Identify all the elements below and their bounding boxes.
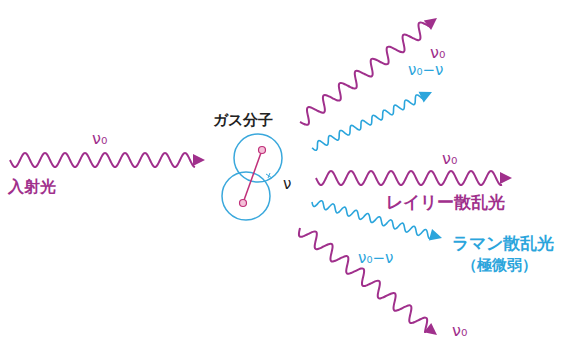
wave-line [10,153,195,167]
molecule-label: ガス分子 [213,112,273,129]
arrow-head [193,154,205,166]
wave-line [312,95,424,150]
bond-line [243,150,262,203]
atom-nucleus [240,200,247,207]
wave-line [299,228,427,333]
arrow-head [424,18,437,30]
arrow-head [429,229,442,241]
vibration-mark [266,173,272,178]
rayleigh-label: レイリー散乱光 [386,193,505,212]
vibration-frequency: ν [283,176,291,193]
frequency-label: ν₀−ν [358,250,393,267]
frequency-label: ν₀−ν [408,62,443,79]
frequency-label: ν₀ [452,322,467,340]
wave-line [316,171,502,185]
frequency-label: ν₀ [442,150,457,168]
light-waves [10,18,512,335]
raman-label: ラマン散乱光 [452,234,554,253]
arrow-head [419,92,432,103]
incident-light-label: 入射光 [8,178,56,196]
frequency-label: ν₀ [430,44,445,62]
arrow-head [500,172,512,184]
gas-molecule [222,134,282,220]
raman-note: （極微弱） [462,257,537,274]
frequency-label: ν₀ [92,130,107,148]
atom-nucleus [259,147,266,154]
arrow-head [424,323,437,335]
